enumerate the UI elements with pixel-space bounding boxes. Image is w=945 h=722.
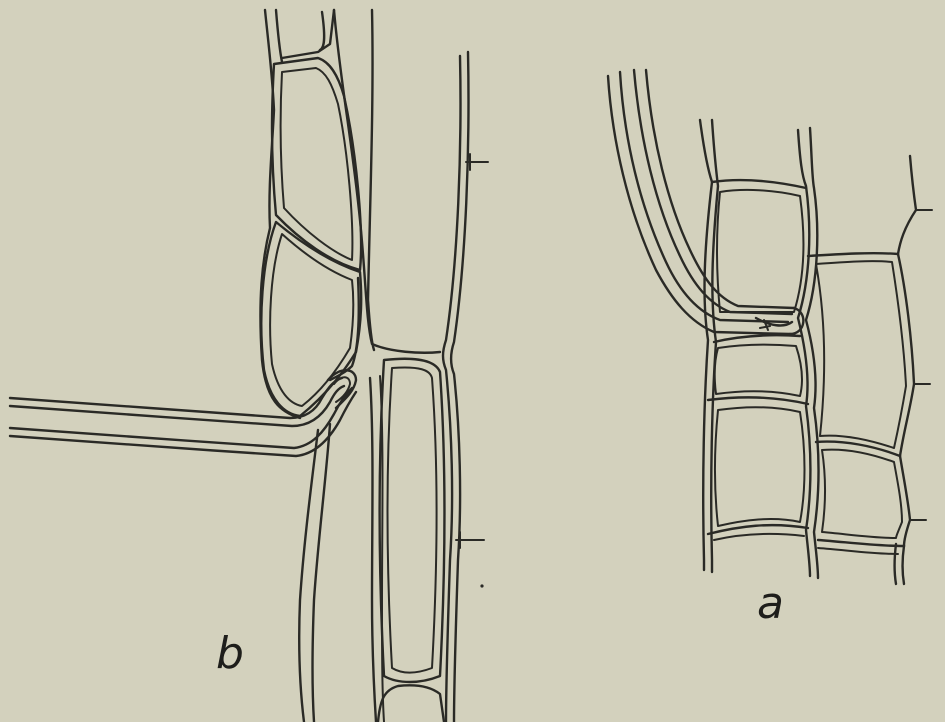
panel-a-right-cell-division-1	[808, 253, 898, 256]
panel-a-cell-2-inner	[717, 190, 803, 312]
panel-a-right-cell-3-inner	[822, 450, 902, 538]
panel-a-cell-3-inner	[715, 345, 802, 396]
panel-a-bottom-cell-right	[818, 548, 898, 554]
panel-b-cell-middle-inner	[270, 234, 353, 406]
panel-a-right-wall-2	[898, 254, 914, 456]
panel-a-cell-division-4	[708, 525, 808, 534]
panel-a-drawing	[608, 70, 932, 584]
panel-a-cell-division-2	[714, 335, 800, 342]
panel-b-right-column-right-wall-outer	[443, 56, 460, 722]
panel-a-right-cell-2-inner	[816, 261, 906, 448]
panel-b-wall-tick-upper	[466, 154, 488, 170]
panel-b-wall-tick-lower	[456, 532, 484, 548]
panel-a-cell-division-1	[712, 180, 806, 188]
panel-b-central-wall-left	[330, 278, 359, 380]
panel-b-right-column-left-wall	[368, 10, 374, 350]
panel-a-hypha-wall-1	[608, 76, 790, 334]
panel-b-left-column-inner-wall	[276, 10, 282, 62]
panel-label-a: a	[757, 582, 784, 626]
panel-a-hypha-wall-4	[646, 70, 794, 308]
panel-a-cell-division-3	[708, 397, 808, 404]
panel-a-right-wall-3	[900, 456, 910, 546]
panel-a-bottom-cell-left	[714, 534, 804, 540]
panel-a-right-cell-division-3	[818, 540, 904, 546]
stray-dot	[480, 584, 483, 587]
panel-a-right-wall-4	[895, 544, 905, 584]
panel-b-cell-lower-long-inner	[388, 367, 437, 672]
panel-b-hypha-upper-wall	[10, 378, 342, 418]
panel-b-cell-bottom	[378, 685, 444, 722]
panel-b-hypha-tip	[328, 370, 356, 408]
panel-a-right-wall-1	[898, 156, 916, 254]
panel-b-cell-top	[282, 10, 334, 58]
panel-b-hypha-upper-inner	[10, 386, 344, 426]
panel-label-b: b	[216, 632, 244, 676]
panel-b-drawing	[10, 10, 488, 722]
panel-b-hypha-tip-inner	[334, 377, 350, 402]
panel-a-cell-4-inner	[715, 407, 805, 526]
panel-b-lower-left-wall-inner	[313, 424, 331, 722]
panel-b-lower-middle-wall	[370, 378, 376, 722]
